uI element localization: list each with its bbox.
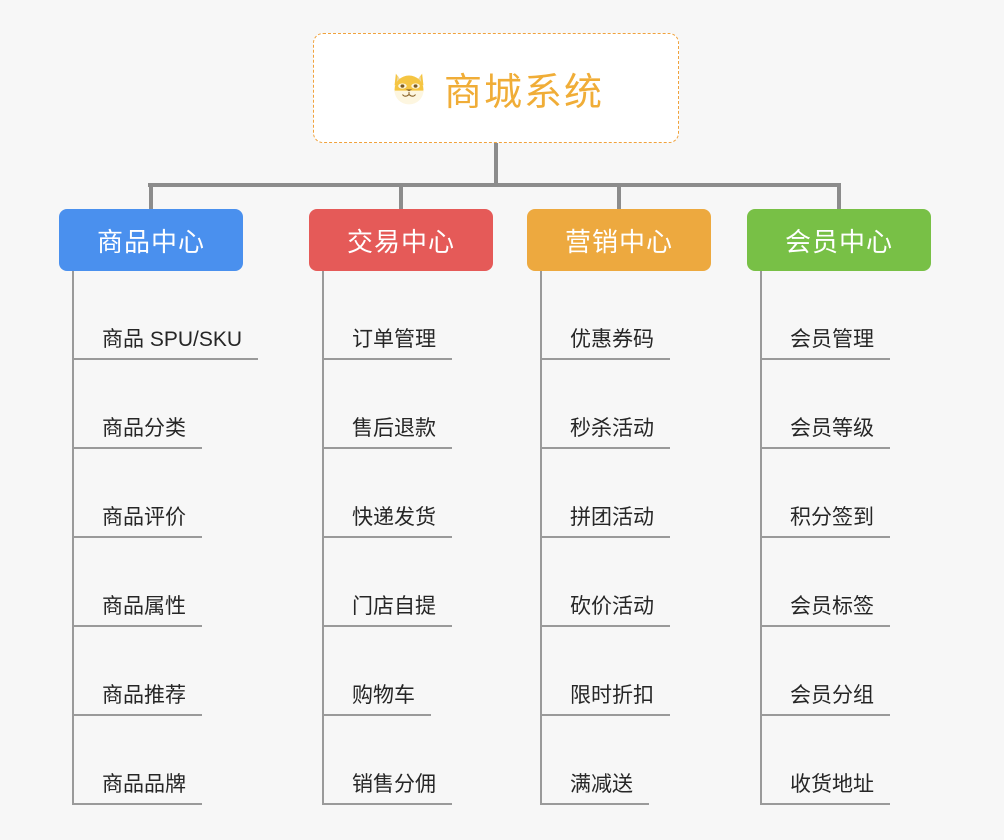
list-item[interactable]: 会员等级 [762, 360, 967, 449]
leaf-label: 收货地址 [762, 773, 890, 805]
list-item[interactable]: 商品推荐 [74, 627, 279, 716]
connector-branch-stub-1 [399, 183, 403, 211]
category-label-1: 交易中心 [346, 226, 455, 257]
leaf-list-2: 优惠券码 秒杀活动 拼团活动 砍价活动 限时折扣 满减送 [540, 271, 747, 805]
list-item[interactable]: 购物车 [324, 627, 529, 716]
list-item[interactable]: 商品品牌 [74, 716, 279, 805]
branch-column-3: 会员中心 会员管理 会员等级 积分签到 会员标签 会员分组 收货地址 [747, 209, 967, 805]
category-label-0: 商品中心 [96, 226, 205, 257]
leaf-label: 购物车 [324, 684, 431, 716]
leaf-label: 商品评价 [74, 506, 202, 538]
list-item[interactable]: 满减送 [542, 716, 747, 805]
leaf-label: 会员标签 [762, 595, 890, 627]
list-item[interactable]: 会员分组 [762, 627, 967, 716]
leaf-label: 订单管理 [324, 328, 452, 360]
list-item[interactable]: 商品 SPU/SKU [74, 271, 279, 360]
list-item[interactable]: 商品属性 [74, 538, 279, 627]
root-title: 商城系统 [443, 71, 604, 114]
leaf-label: 限时折扣 [542, 684, 670, 716]
category-box-2[interactable]: 营销中心 [527, 209, 711, 271]
leaf-label: 会员等级 [762, 417, 890, 449]
list-item[interactable]: 收货地址 [762, 716, 967, 805]
list-item[interactable]: 优惠券码 [542, 271, 747, 360]
leaf-label: 销售分佣 [324, 773, 452, 805]
leaf-label: 会员分组 [762, 684, 890, 716]
leaf-label: 商品品牌 [74, 773, 202, 805]
branch-column-1: 交易中心 订单管理 售后退款 快递发货 门店自提 购物车 销售分佣 [309, 209, 529, 805]
category-box-0[interactable]: 商品中心 [59, 209, 243, 271]
leaf-label: 拼团活动 [542, 506, 670, 538]
leaf-label: 满减送 [542, 773, 649, 805]
leaf-label: 优惠券码 [542, 328, 670, 360]
list-item[interactable]: 砍价活动 [542, 538, 747, 627]
leaf-list-3: 会员管理 会员等级 积分签到 会员标签 会员分组 收货地址 [760, 271, 967, 805]
list-item[interactable]: 限时折扣 [542, 627, 747, 716]
leaf-label: 砍价活动 [542, 595, 670, 627]
list-item[interactable]: 门店自提 [324, 538, 529, 627]
branch-column-0: 商品中心 商品 SPU/SKU 商品分类 商品评价 商品属性 商品推荐 商品品牌 [59, 209, 279, 805]
leaf-list-1: 订单管理 售后退款 快递发货 门店自提 购物车 销售分佣 [322, 271, 529, 805]
list-item[interactable]: 售后退款 [324, 360, 529, 449]
leaf-label: 商品推荐 [74, 684, 202, 716]
category-label-2: 营销中心 [564, 226, 673, 257]
leaf-list-0: 商品 SPU/SKU 商品分类 商品评价 商品属性 商品推荐 商品品牌 [72, 271, 279, 805]
connector-root-vertical [494, 143, 498, 185]
list-item[interactable]: 商品分类 [74, 360, 279, 449]
leaf-label: 积分签到 [762, 506, 890, 538]
list-item[interactable]: 会员标签 [762, 538, 967, 627]
leaf-label: 门店自提 [324, 595, 452, 627]
leaf-label: 快递发货 [324, 506, 452, 538]
shiba-dog-icon [388, 67, 430, 109]
category-box-1[interactable]: 交易中心 [309, 209, 493, 271]
root-node-shop-system[interactable]: 商城系统 [313, 33, 679, 143]
leaf-label: 售后退款 [324, 417, 452, 449]
list-item[interactable]: 销售分佣 [324, 716, 529, 805]
leaf-label: 会员管理 [762, 328, 890, 360]
list-item[interactable]: 秒杀活动 [542, 360, 747, 449]
leaf-label: 商品属性 [74, 595, 202, 627]
connector-branch-stub-3 [837, 183, 841, 211]
list-item[interactable]: 拼团活动 [542, 449, 747, 538]
list-item[interactable]: 快递发货 [324, 449, 529, 538]
list-item[interactable]: 商品评价 [74, 449, 279, 538]
list-item[interactable]: 订单管理 [324, 271, 529, 360]
leaf-label: 商品分类 [74, 417, 202, 449]
category-label-3: 会员中心 [784, 226, 893, 257]
leaf-label: 商品 SPU/SKU [74, 328, 259, 360]
category-box-3[interactable]: 会员中心 [747, 209, 931, 271]
connector-horizontal-bus [148, 183, 840, 187]
leaf-label: 秒杀活动 [542, 417, 670, 449]
list-item[interactable]: 积分签到 [762, 449, 967, 538]
connector-branch-stub-0 [149, 183, 153, 211]
list-item[interactable]: 会员管理 [762, 271, 967, 360]
connector-branch-stub-2 [617, 183, 621, 211]
branch-column-2: 营销中心 优惠券码 秒杀活动 拼团活动 砍价活动 限时折扣 满减送 [527, 209, 747, 805]
